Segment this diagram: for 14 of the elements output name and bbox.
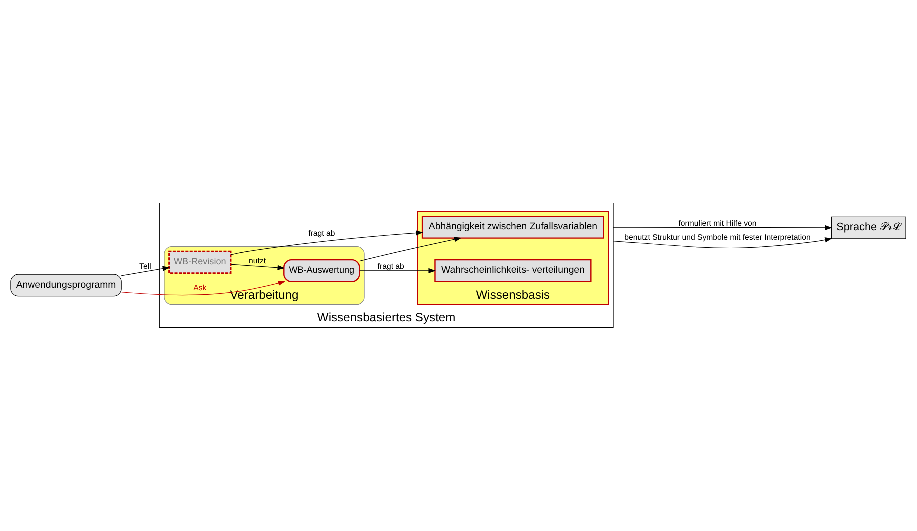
arrow — [121, 266, 170, 276]
node-box: WB-Auswertung — [284, 259, 360, 282]
arrow — [230, 230, 424, 256]
arrow — [360, 237, 462, 262]
arrow — [613, 238, 832, 249]
node-box: Sprache 𝒫𝓇ℒ — [831, 216, 906, 240]
node-box: Anwendungsprogramm — [10, 274, 122, 297]
node-box: Abhängigkeit zwischen Zufallsvariablen — [422, 216, 604, 239]
node-box: Wahrscheinlichkeits- verteilungen — [434, 259, 592, 282]
arrow — [360, 268, 436, 274]
arrow — [230, 264, 286, 270]
node-box: WB-Revision — [168, 250, 232, 274]
arrow — [121, 280, 286, 296]
arrow — [613, 225, 832, 230]
